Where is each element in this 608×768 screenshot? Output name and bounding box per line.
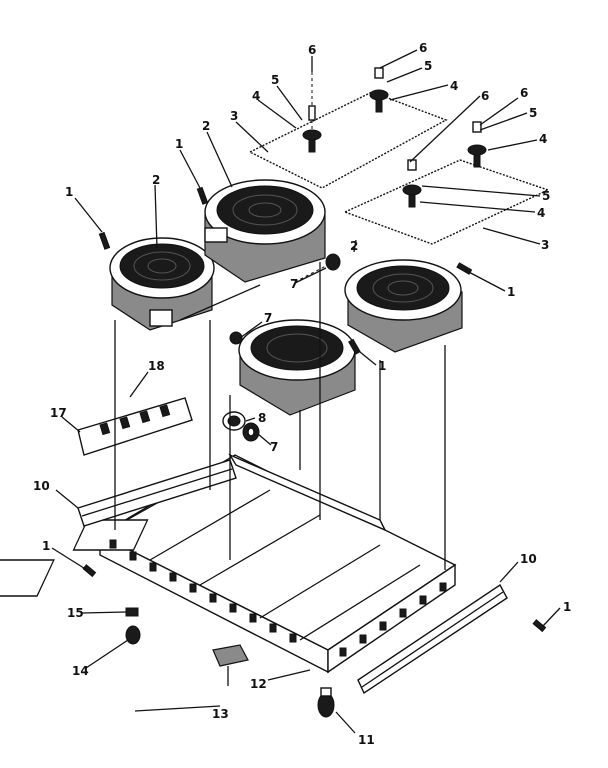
panel-fastener-3	[402, 159, 422, 208]
callout-7: 7	[264, 311, 272, 325]
callout-3: 3	[230, 109, 238, 123]
callout-1: 1	[378, 359, 386, 373]
knob-part-7c	[242, 422, 260, 442]
callout-1: 1	[42, 539, 50, 553]
callout-10: 10	[33, 479, 50, 493]
main-chassis	[0, 454, 457, 674]
callout-6: 6	[520, 86, 528, 100]
callout-5: 5	[424, 59, 432, 73]
top-panel-upper	[248, 91, 448, 189]
clip-part-14	[125, 625, 141, 645]
bottom-plate-13	[212, 644, 249, 667]
callout-7: 7	[290, 277, 298, 291]
callout-12: 12	[250, 677, 267, 691]
callout-2: 2	[350, 239, 358, 253]
leader-lines	[51, 49, 561, 734]
callout-5: 5	[529, 106, 537, 120]
leveling-foot-11	[317, 687, 335, 718]
callout-14: 14	[72, 664, 89, 678]
surface-unit-center	[238, 319, 356, 416]
screw-1-center	[348, 338, 361, 355]
screw-1-top	[196, 186, 209, 205]
screw-1-left	[98, 231, 111, 250]
callout-4: 4	[537, 206, 545, 220]
screw-part-15	[125, 607, 139, 617]
callout-4: 4	[252, 89, 260, 103]
knob-part-7a	[294, 253, 341, 283]
callout-8: 8	[258, 411, 266, 425]
callout-6: 6	[481, 89, 489, 103]
callout-13: 13	[212, 707, 229, 721]
callout-6: 6	[308, 43, 316, 57]
callout-6: 6	[419, 41, 427, 55]
callout-5: 5	[271, 73, 279, 87]
callout-15: 15	[67, 606, 84, 620]
top-panel-lower	[343, 159, 550, 245]
callout-4: 4	[450, 79, 458, 93]
panel-fastener-4	[467, 121, 487, 168]
surface-unit-right	[344, 259, 463, 353]
callout-17: 17	[50, 406, 67, 420]
ring-part-8	[222, 411, 246, 431]
knob-part-7b	[229, 331, 243, 345]
callout-7: 7	[270, 440, 278, 454]
terminal-block-17	[77, 397, 193, 456]
callout-5: 5	[542, 189, 550, 203]
trim-strip-right-10	[357, 583, 508, 695]
panel-fastener-2	[369, 67, 389, 113]
callout-4: 4	[539, 132, 547, 146]
chassis-slots	[109, 539, 447, 657]
callout-2: 2	[202, 119, 210, 133]
surface-unit-top-center	[204, 179, 326, 283]
alignment-lines	[114, 262, 446, 570]
callout-1: 1	[175, 137, 183, 151]
callout-1: 1	[563, 600, 571, 614]
callout-1: 1	[65, 185, 73, 199]
callout-11: 11	[358, 733, 375, 747]
callout-10: 10	[520, 552, 537, 566]
callout-2: 2	[152, 173, 160, 187]
screw-1-chassis-right	[532, 619, 547, 633]
callout-18: 18	[148, 359, 165, 373]
trim-strip-left-10	[77, 459, 237, 527]
screw-1-chassis-left	[82, 564, 97, 578]
callout-1: 1	[507, 285, 515, 299]
panel-fastener-1	[302, 60, 322, 153]
callout-labels: 1 2 1 2 3 4 5 6 6 5 4 6 6 5 4 5 4 3 2 7 …	[33, 41, 571, 747]
back-trim	[228, 453, 387, 532]
callout-3: 3	[541, 238, 549, 252]
surface-unit-left	[109, 237, 215, 331]
